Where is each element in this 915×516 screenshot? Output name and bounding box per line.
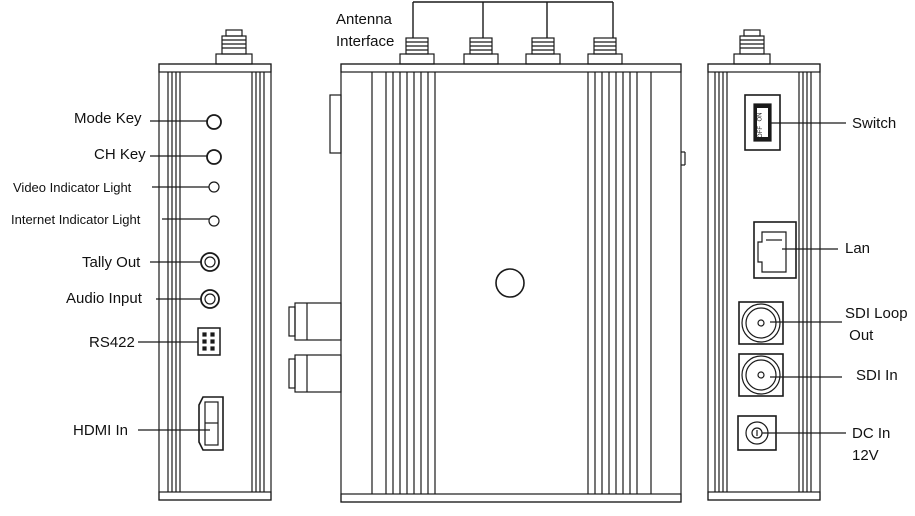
audio-input-jack (200, 289, 220, 309)
ch-key-label: CH Key (94, 146, 146, 163)
front-panel (288, 1, 686, 503)
left-side-panel (158, 29, 272, 501)
tally-out-jack (200, 252, 220, 272)
rs422-label: RS422 (89, 334, 135, 351)
switch-label: Switch (852, 115, 897, 132)
switch-side-tab (329, 94, 342, 154)
sdi-in-connector (738, 353, 784, 397)
video-indicator-light-label: Video Indicator Light (13, 180, 132, 195)
lan-label: Lan (845, 240, 871, 257)
right-side-panel (707, 29, 821, 501)
rs422-port (197, 327, 221, 356)
dc-in-label: DC In 12V (852, 425, 891, 464)
antenna-connector-right (733, 29, 771, 65)
sdi-in-label: SDI In (856, 367, 898, 384)
antenna-interface-label: Antenna Interface (336, 11, 395, 50)
antenna-bracket (412, 1, 614, 38)
audio-input-label: Audio Input (66, 290, 142, 307)
hdmi-in-label: HDMI In (73, 422, 129, 439)
callout-lines (138, 120, 846, 434)
internet-indicator-light-label: Internet Indicator Light (11, 212, 141, 227)
switch-on-mark: ON (757, 112, 764, 122)
sdi-loop-out-connector (738, 301, 784, 345)
antenna-connectors (399, 37, 623, 65)
tally-out-label: Tally Out (82, 254, 141, 271)
hdmi-port (198, 396, 224, 451)
video-indicator-light (208, 181, 220, 193)
mode-key-button (206, 114, 222, 130)
lan-port (753, 221, 797, 279)
sdi-loop-out-label: SDI Loop Out (845, 305, 908, 344)
power-switch (744, 94, 781, 151)
center-knob (495, 268, 525, 298)
antenna-connector-left (215, 29, 253, 65)
switch-off-mark: OFF (758, 126, 764, 138)
mode-key-label: Mode Key (74, 110, 142, 127)
ch-key-button (206, 149, 222, 165)
internet-indicator-light (208, 215, 220, 227)
bnc-side-connectors (288, 302, 342, 393)
